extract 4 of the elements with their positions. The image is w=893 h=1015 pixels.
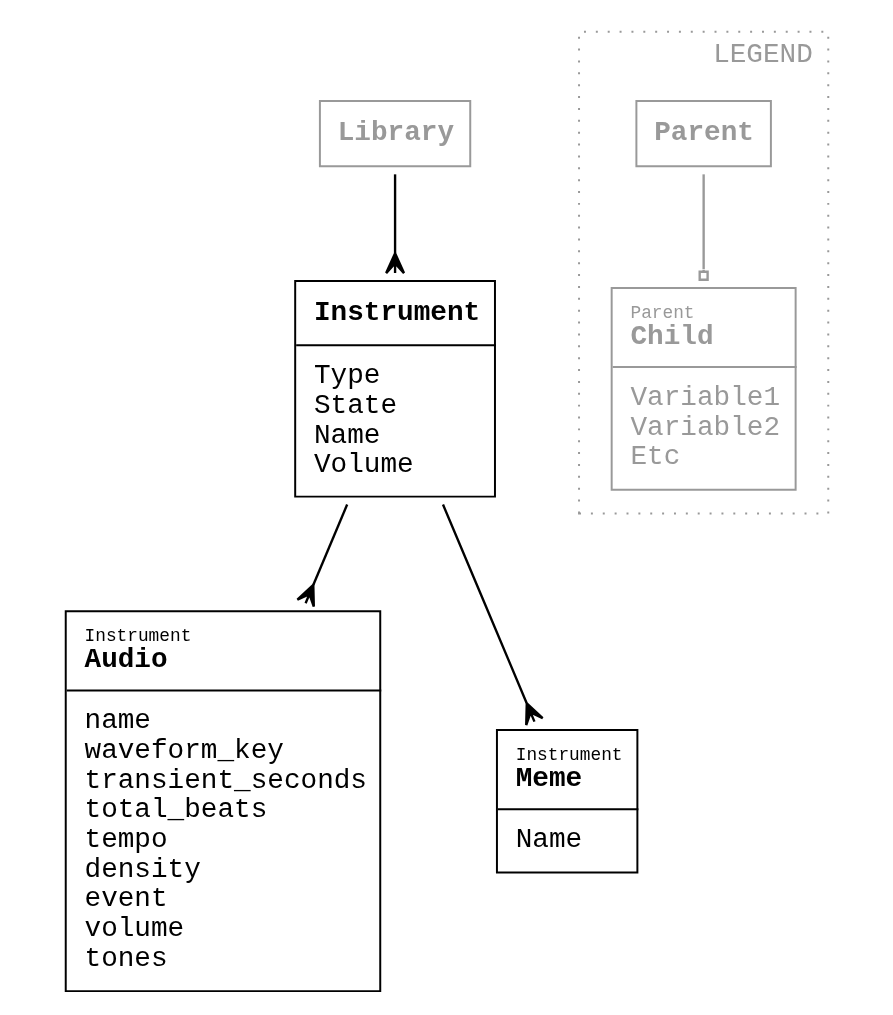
connector — [384, 174, 405, 275]
connector — [295, 504, 348, 608]
connector — [698, 174, 709, 281]
connector — [441, 504, 544, 727]
